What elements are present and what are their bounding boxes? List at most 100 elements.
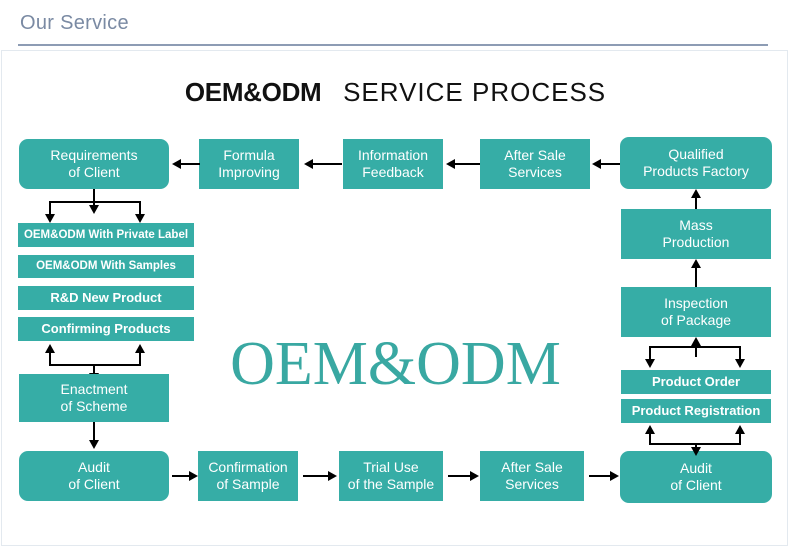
connector-line [695,198,697,209]
connector-line [739,346,741,360]
box-confirmation-of-sample[interactable]: Confirmation of Sample [198,451,298,501]
box-label-line1: Mass [679,216,713,233]
connector-line [739,432,741,445]
box-after-sale-services-bottom[interactable]: After Sale Services [480,451,584,501]
box-label-line1: Qualified [668,145,724,162]
box-label-line1: Inspection [664,294,728,311]
box-requirements-of-client[interactable]: Requirements of Client [19,139,169,189]
connector-line [448,475,471,477]
connector-line [49,351,51,366]
box-label-line1: Trial Use [363,458,419,475]
connector-line [139,351,141,366]
arrow-up-icon [691,259,701,268]
box-rd-new-product[interactable]: R&D New Product [18,286,194,310]
box-label-line2: of Package [660,312,732,328]
page-title: Our Service [20,12,129,34]
arrow-down-icon [89,440,99,449]
box-oem-odm-private-label[interactable]: OEM&ODM With Private Label [18,223,194,247]
box-label-line1: Enactment [60,380,128,397]
box-label-line1: Requirements [50,146,138,163]
connector-line [49,201,141,203]
box-label-line1: After Sale [504,146,566,163]
connector-line [303,475,329,477]
box-product-order[interactable]: Product Order [621,370,771,394]
box-after-sale-services-top[interactable]: After Sale Services [480,139,590,189]
arrow-up-icon [135,344,145,353]
connector-line [180,163,200,165]
connector-line [649,432,651,445]
arrow-up-icon [735,425,745,434]
box-audit-of-client-left[interactable]: Audit of Client [19,451,169,501]
connector-line [49,364,141,366]
connector-line [93,422,95,444]
header-divider [18,44,768,46]
box-label-line1: Information [357,146,429,163]
connector-line [589,475,611,477]
box-information-feedback[interactable]: Information Feedback [343,139,443,189]
box-trial-use-of-the-sample[interactable]: Trial Use of the Sample [339,451,443,501]
box-label-line2: Products Factory [643,163,749,179]
connector-line [49,201,51,215]
box-label-line2: of the Sample [347,476,435,492]
arrow-down-icon [89,205,99,214]
arrow-right-icon [328,471,337,481]
diagram-title: OEM&ODM SERVICE PROCESS [2,77,789,108]
box-label-line2: Production [662,234,730,250]
arrow-up-icon [645,425,655,434]
service-process-diagram: OEM&ODM SERVICE PROCESS OEM&ODM Requirem… [1,50,788,546]
arrow-right-icon [470,471,479,481]
arrow-down-icon [45,214,55,223]
box-label-line2: of Client [68,164,120,180]
box-confirming-products[interactable]: Confirming Products [18,317,194,341]
arrow-up-icon [691,189,701,198]
box-label-line1: Formula [223,146,275,163]
connector-line [600,163,620,165]
connector-line [93,201,95,207]
box-qualified-products-factory[interactable]: Qualified Products Factory [620,137,772,189]
connector-line [649,346,741,348]
box-label-line1: Audit [680,459,712,476]
box-label-line2: Feedback [362,164,424,180]
arrow-left-icon [446,159,455,169]
arrow-left-icon [592,159,601,169]
arrow-down-icon [645,359,655,368]
box-product-registration[interactable]: Product Registration [621,399,771,423]
arrow-right-icon [610,471,619,481]
box-enactment-of-scheme[interactable]: Enactment of Scheme [19,374,169,422]
arrow-left-icon [304,159,313,169]
arrow-right-icon [189,471,198,481]
connector-line [695,346,697,357]
connector-line [454,163,480,165]
connector-line [172,475,190,477]
box-label-line1: Confirmation [208,458,288,475]
box-label-line2: of Client [68,476,120,492]
arrow-down-icon [691,447,701,456]
arrow-left-icon [172,159,181,169]
box-label-line2: Improving [218,164,280,180]
arrow-up-icon [691,337,701,346]
arrow-down-icon [135,214,145,223]
box-oem-odm-with-samples[interactable]: OEM&ODM With Samples [18,255,194,278]
arrow-down-icon [735,359,745,368]
box-label-line2: Services [508,164,562,180]
box-inspection-of-package[interactable]: Inspection of Package [621,287,771,337]
box-label-line2: of Client [670,477,722,493]
diagram-title-regular: SERVICE PROCESS [343,77,607,107]
connector-line [93,189,95,201]
box-label-line2: of Scheme [60,398,128,414]
connector-line [93,364,95,376]
connector-line [695,268,697,287]
box-label-line1: Audit [78,458,110,475]
box-label-line2: Services [505,476,559,492]
diagram-title-bold: OEM&ODM [184,77,322,107]
box-mass-production[interactable]: Mass Production [621,209,771,259]
connector-line [139,201,141,215]
box-formula-improving[interactable]: Formula Improving [199,139,299,189]
box-label-line2: of Sample [216,476,280,492]
box-label-line1: After Sale [501,458,563,475]
box-audit-of-client-right[interactable]: Audit of Client [620,451,772,503]
connector-line [649,346,651,360]
arrow-up-icon [45,344,55,353]
connector-line [312,163,342,165]
